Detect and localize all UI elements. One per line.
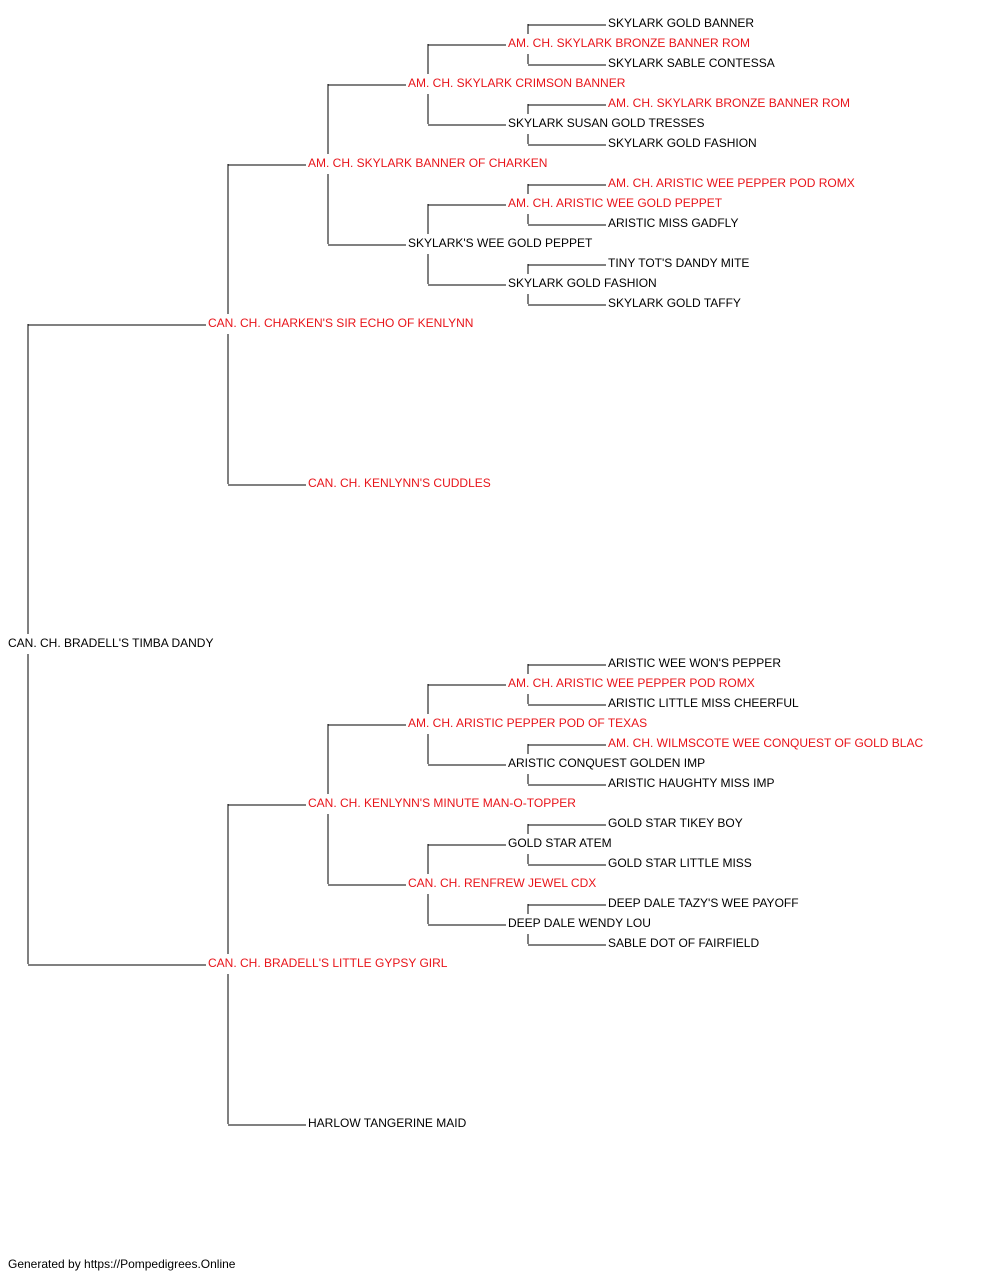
pedigree-node-pedigree-dam-sire-dam-sire-dam: GOLD STAR LITTLE MISS [608, 856, 752, 870]
pedigree-node-pedigree-dam-dam: HARLOW TANGERINE MAID [308, 1116, 467, 1130]
pedigree-node-pedigree-dam: CAN. CH. BRADELL'S LITTLE GYPSY GIRL [208, 956, 448, 970]
pedigree-node-pedigree-sire-sire-dam-dam-dam: SKYLARK GOLD TAFFY [608, 296, 741, 310]
pedigree-node-pedigree-sire-sire-sire-sire: AM. CH. SKYLARK BRONZE BANNER ROM [508, 36, 751, 50]
pedigree-node-pedigree-sire-sire-dam-dam: SKYLARK GOLD FASHION [508, 276, 657, 290]
pedigree-node-pedigree-dam-sire-sire: AM. CH. ARISTIC PEPPER POD OF TEXAS [408, 716, 648, 730]
pedigree-node-pedigree: CAN. CH. BRADELL'S TIMBA DANDY [8, 636, 214, 650]
pedigree-node-pedigree-dam-sire-sire-dam: ARISTIC CONQUEST GOLDEN IMP [508, 756, 706, 770]
pedigree-node-pedigree-dam-sire-sire-sire-dam: ARISTIC LITTLE MISS CHEERFUL [608, 696, 799, 710]
pedigree-node-pedigree-sire-sire-sire: AM. CH. SKYLARK CRIMSON BANNER [408, 76, 626, 90]
pedigree-node-pedigree-dam-sire-dam-sire: GOLD STAR ATEM [508, 836, 612, 850]
pedigree-node-pedigree-sire-sire-sire-dam-dam: SKYLARK GOLD FASHION [608, 136, 757, 150]
pedigree-node-pedigree-sire-sire-dam-sire-sire: AM. CH. ARISTIC WEE PEPPER POD ROMX [608, 176, 855, 190]
pedigree-node-pedigree-dam-sire-dam-dam: DEEP DALE WENDY LOU [508, 916, 651, 930]
pedigree-node-pedigree-sire-sire: AM. CH. SKYLARK BANNER OF CHARKEN [308, 156, 548, 170]
pedigree-node-pedigree-sire-sire-sire-dam: SKYLARK SUSAN GOLD TRESSES [508, 116, 705, 130]
pedigree-node-pedigree-sire-sire-sire-dam-sire: AM. CH. SKYLARK BRONZE BANNER ROM [608, 96, 851, 110]
pedigree-node-pedigree-dam-sire: CAN. CH. KENLYNN'S MINUTE MAN-O-TOPPER [308, 796, 576, 810]
pedigree-node-pedigree-sire: CAN. CH. CHARKEN'S SIR ECHO OF KENLYNN [208, 316, 474, 330]
pedigree-node-pedigree-dam-sire-sire-sire: AM. CH. ARISTIC WEE PEPPER POD ROMX [508, 676, 755, 690]
pedigree-node-pedigree-dam-sire-dam-dam-dam: SABLE DOT OF FAIRFIELD [608, 936, 760, 950]
pedigree-node-pedigree-dam-sire-dam-dam-sire: DEEP DALE TAZY'S WEE PAYOFF [608, 896, 799, 910]
pedigree-node-pedigree-dam-sire-sire-dam-sire: AM. CH. WILMSCOTE WEE CONQUEST OF GOLD B… [608, 736, 924, 750]
pedigree-node-pedigree-sire-sire-dam-sire-dam: ARISTIC MISS GADFLY [608, 216, 739, 230]
pedigree-node-pedigree-sire-sire-dam-sire: AM. CH. ARISTIC WEE GOLD PEPPET [508, 196, 723, 210]
pedigree-node-pedigree-dam-sire-sire-dam-dam: ARISTIC HAUGHTY MISS IMP [608, 776, 775, 790]
pedigree-node-pedigree-sire-dam: CAN. CH. KENLYNN'S CUDDLES [308, 476, 491, 490]
pedigree-node-pedigree-sire-sire-sire-sire-dam: SKYLARK SABLE CONTESSA [608, 56, 775, 70]
pedigree-node-pedigree-dam-sire-dam: CAN. CH. RENFREW JEWEL CDX [408, 876, 597, 890]
pedigree-node-pedigree-dam-sire-sire-sire-sire: ARISTIC WEE WON'S PEPPER [608, 656, 781, 670]
generated-by-footer: Generated by https://Pompedigrees.Online [8, 1257, 236, 1271]
pedigree-node-pedigree-sire-sire-dam: SKYLARK'S WEE GOLD PEPPET [408, 236, 593, 250]
pedigree-node-pedigree-sire-sire-dam-dam-sire: TINY TOT'S DANDY MITE [608, 256, 750, 270]
pedigree-node-pedigree-dam-sire-dam-sire-sire: GOLD STAR TIKEY BOY [608, 816, 743, 830]
pedigree-node-pedigree-sire-sire-sire-sire-sire: SKYLARK GOLD BANNER [608, 16, 755, 30]
